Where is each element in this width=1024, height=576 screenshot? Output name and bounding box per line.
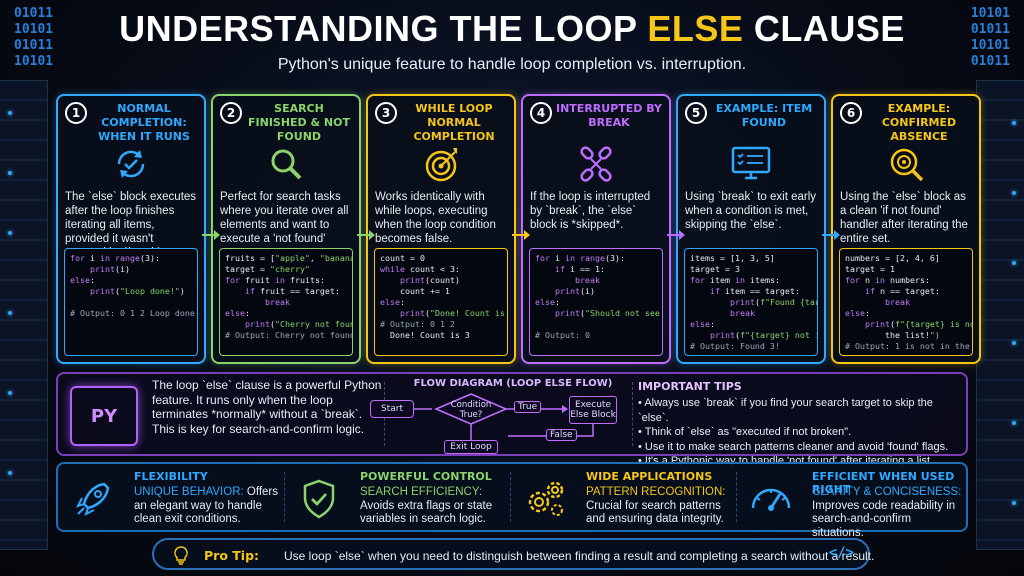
feature-text: UNIQUE BEHAVIOR: Offers an elegant way t… (134, 486, 279, 525)
feature-text: PATTERN RECOGNITION: Crucial for search … (586, 486, 726, 525)
card-5: 5 EXAMPLE: ITEM FOUND Using `break` to e… (676, 94, 826, 364)
code-brackets-icon: </> (828, 545, 854, 561)
tip-item: Think of `else` as "executed if not brok… (638, 425, 966, 440)
feature-2: POWERFUL CONTROL SEARCH EFFICIENCY: Avoi… (288, 468, 508, 530)
flow-exit: Exit Loop (444, 440, 498, 454)
gears-icon (520, 474, 570, 524)
summary-text: The loop `else` clause is a powerful Pyt… (152, 378, 382, 436)
pro-tip-text: Use loop `else` when you need to disting… (284, 549, 875, 563)
tips-title: IMPORTANT TIPS (638, 380, 742, 393)
card-description: Using `break` to exit early when a condi… (685, 191, 817, 231)
tips-list: Always use `break` if you find your sear… (638, 396, 966, 469)
card-number: 1 (65, 102, 87, 124)
flow-arrow (667, 230, 685, 240)
card-3: 3 WHILE LOOP NORMAL COMPLETION Works ide… (366, 94, 516, 364)
rocket-icon (68, 474, 118, 524)
flow-arrow (512, 230, 530, 240)
target-icon (375, 142, 507, 186)
card-4: 4 INTERRUPTED BY BREAK If the loop is in… (521, 94, 671, 364)
target-search-icon (840, 142, 972, 186)
code-block: numbers = [2, 4, 6] target = 1 for n in … (839, 248, 973, 356)
card-number: 5 (685, 102, 707, 124)
card-description: Works identically with while loops, exec… (375, 191, 496, 245)
magnifier-icon (220, 142, 352, 186)
code-block: count = 0 while count < 3: print(count) … (374, 248, 508, 356)
pro-tip-bar: Pro Tip: Use loop `else` when you need t… (152, 538, 874, 570)
shield-check-icon (294, 474, 344, 524)
card-description: Using the `else` block as a clean 'if no… (840, 191, 968, 245)
flow-start: Start (370, 400, 414, 418)
card-number: 4 (530, 102, 552, 124)
flow-arrow (202, 230, 220, 240)
feature-title: WIDE APPLICATIONS (586, 470, 713, 483)
pro-tip-label: Pro Tip: (204, 548, 260, 563)
feature-3: WIDE APPLICATIONS PATTERN RECOGNITION: C… (514, 468, 734, 530)
code-block: fruits = ["apple", "banana"] target = "c… (219, 248, 353, 356)
tip-item: Always use `break` if you find your sear… (638, 396, 966, 425)
tip-item: Use it to make search patterns cleaner a… (638, 440, 966, 455)
card-title: INTERRUPTED BY BREAK (556, 102, 662, 129)
flow-arrow (357, 230, 375, 240)
server-rack-right (976, 80, 1024, 550)
feature-title: POWERFUL CONTROL (360, 470, 492, 483)
server-rack-left (0, 80, 48, 550)
card-title: EXAMPLE: CONFIRMED ABSENCE (881, 102, 957, 143)
card-description: If the loop is interrupted by `break`, t… (530, 191, 651, 231)
code-block: for i in range(3): print(i) else: print(… (64, 248, 198, 356)
flow-false-label: False (546, 429, 577, 441)
page-subtitle: Python's unique feature to handle loop c… (277, 56, 747, 73)
broken-link-icon (530, 142, 662, 186)
flow-diagram-title: FLOW DIAGRAM (LOOP ELSE FLOW) (413, 378, 613, 389)
features-panel: FLEXIBILITY UNIQUE BEHAVIOR: Offers an e… (56, 462, 968, 539)
card-6: 6 EXAMPLE: CONFIRMED ABSENCE Using the `… (831, 94, 981, 364)
card-number: 3 (375, 102, 397, 124)
feature-4: EFFICIENT WHEN USED RIGHT CLARITY & CONC… (740, 468, 961, 539)
flow-connectors (414, 393, 594, 446)
code-block: for i in range(3): if i == 1: break prin… (529, 248, 663, 356)
card-number: 2 (220, 102, 242, 124)
card-1: 1 NORMAL COMPLETION: WHEN IT RUNS The `e… (56, 94, 206, 364)
card-2: 2 SEARCH FINISHED & NOT FOUND Perfect fo… (211, 94, 361, 364)
feature-text: CLARITY & CONCISENESS: Improves code rea… (812, 486, 962, 539)
feature-title: FLEXIBILITY (134, 470, 208, 483)
card-title: SEARCH FINISHED & NOT FOUND (248, 102, 350, 143)
monitor-checklist-icon (685, 142, 817, 186)
feature-text: SEARCH EFFICIENCY: Avoids extra flags or… (360, 486, 493, 525)
feature-1: FLEXIBILITY UNIQUE BEHAVIOR: Offers an e… (62, 468, 282, 530)
card-title: EXAMPLE: ITEM FOUND (715, 102, 813, 129)
code-block: items = [1, 3, 5] target = 3 for item in… (684, 248, 818, 356)
card-title: NORMAL COMPLETION: WHEN IT RUNS (98, 102, 190, 143)
flow-true-label: True (514, 401, 542, 413)
flow-condition: Condition True? (450, 400, 492, 420)
refresh-check-icon (65, 142, 197, 186)
card-title: WHILE LOOP NORMAL COMPLETION (413, 102, 495, 143)
page-title: UNDERSTANDING THE LOOP ELSE CLAUSE (119, 8, 905, 49)
feature-title: EFFICIENT WHEN USED RIGHT (812, 470, 955, 496)
flow-execute-else: Execute Else Block (569, 396, 617, 424)
flow-arrow (822, 230, 840, 240)
python-chip-icon: PY (70, 386, 138, 446)
card-description: Perfect for search tasks where you itera… (220, 191, 349, 245)
card-number: 6 (840, 102, 862, 124)
summary-panel: PY The loop `else` clause is a powerful … (56, 372, 968, 467)
lightbulb-icon (174, 546, 188, 565)
speedometer-icon (746, 474, 796, 524)
